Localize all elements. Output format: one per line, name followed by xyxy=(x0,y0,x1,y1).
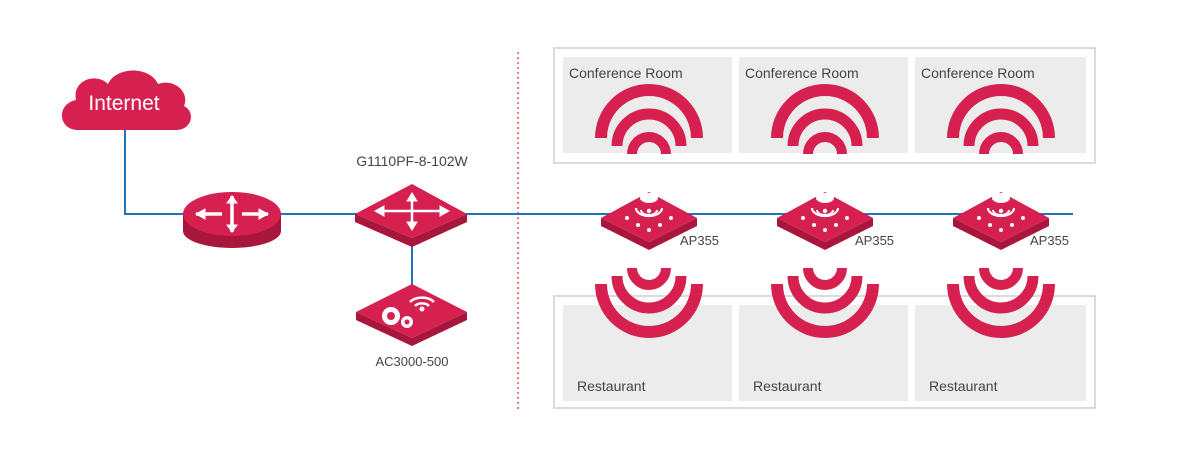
internet-cloud: Internet xyxy=(61,70,191,130)
conference-room-label: Conference Room xyxy=(921,65,1035,81)
cloud-icon xyxy=(61,70,191,130)
router-icon xyxy=(183,192,281,248)
internet-label: Internet xyxy=(88,92,159,115)
conference-room-group: Conference Room Conference Room Conferen… xyxy=(553,47,1096,164)
access-point-label: AP355 xyxy=(1030,233,1069,248)
restaurant-2 xyxy=(739,305,908,401)
access-point-label: AP355 xyxy=(855,233,894,248)
conference-room-label: Conference Room xyxy=(745,65,859,81)
controller-label: AC3000-500 xyxy=(376,354,449,369)
access-controller: AC3000-500 xyxy=(356,284,467,369)
access-point-2: AP355 xyxy=(777,90,894,332)
access-point-1: AP355 xyxy=(601,90,719,332)
access-point-label: AP355 xyxy=(680,233,719,248)
restaurant-3 xyxy=(915,305,1086,401)
restaurant-label: Restaurant xyxy=(929,378,998,394)
switch: G1110PF-8-102W xyxy=(355,153,469,247)
restaurant-1 xyxy=(563,305,732,401)
router xyxy=(183,192,281,248)
restaurant-label: Restaurant xyxy=(577,378,646,394)
restaurant-group: Restaurant Restaurant Restaurant xyxy=(553,295,1096,409)
access-point-3: AP355 xyxy=(953,90,1069,332)
gear-wifi-icon xyxy=(356,284,467,346)
switch-icon xyxy=(355,184,467,247)
conference-room-label: Conference Room xyxy=(569,65,683,81)
restaurant-label: Restaurant xyxy=(753,378,822,394)
switch-label: G1110PF-8-102W xyxy=(356,153,468,169)
